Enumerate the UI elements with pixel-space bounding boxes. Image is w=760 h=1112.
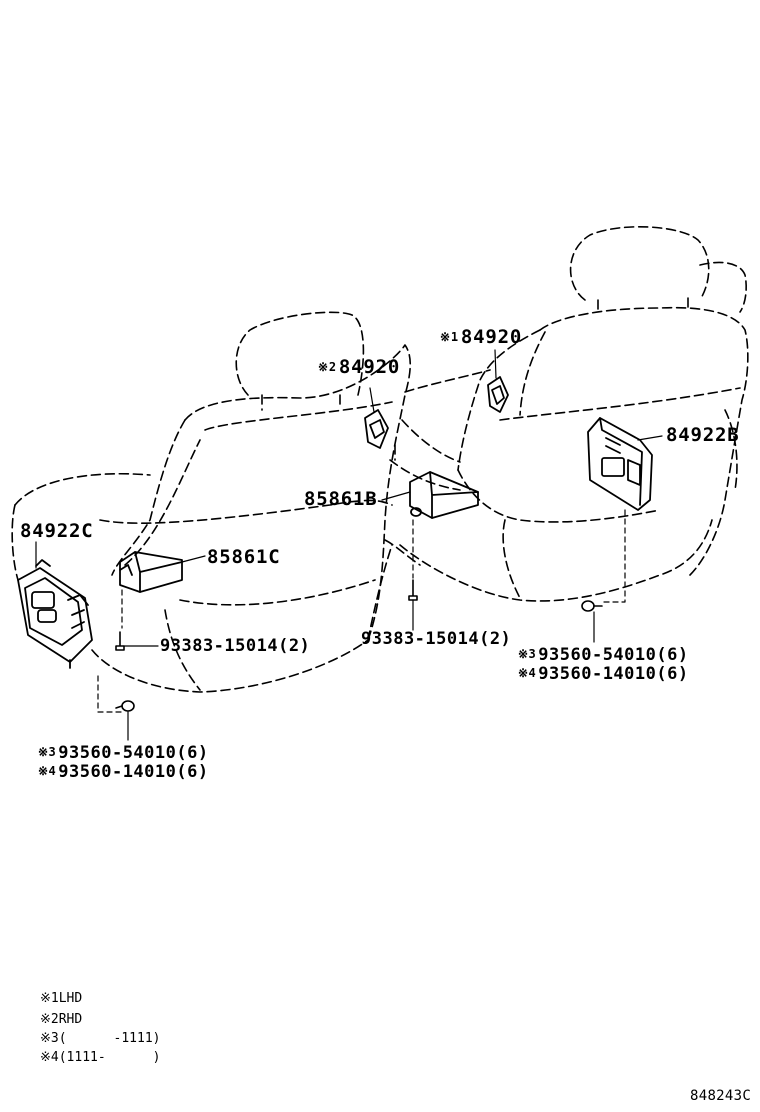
label-bolt-left: 93383-15014(2) — [160, 636, 311, 656]
footnote-mark: ※4 — [40, 1050, 59, 1065]
part-number: 84920 — [460, 326, 523, 348]
module-85861c-icon — [119, 551, 183, 593]
screw-left-icon — [115, 700, 135, 712]
label-84922b: 84922B — [666, 424, 740, 446]
footnote-text: (1111- ) — [58, 1050, 161, 1065]
note-mark-2: ※2 — [318, 360, 337, 374]
switch-84922c-icon — [17, 559, 93, 669]
footnote-mark: ※3 — [40, 1031, 59, 1046]
switch-84922b-icon — [587, 417, 653, 511]
label-85861c: 85861C — [207, 546, 281, 568]
part-number: 93560-14010(6) — [538, 664, 689, 684]
footnote-text: RHD — [58, 1012, 83, 1027]
label-85861b: 85861B — [304, 488, 378, 510]
screw-right-icon — [581, 600, 603, 612]
label-84922c: 84922C — [20, 520, 94, 542]
label-bolt-mid: 93383-15014(2) — [361, 629, 512, 649]
dashed-guides — [97, 509, 626, 713]
part-number: 84920 — [338, 356, 401, 378]
switch-84920-lhd-icon — [487, 376, 509, 413]
diagram-code: 848243C — [690, 1088, 752, 1104]
right-seat-outline — [399, 226, 749, 602]
module-85861b-icon — [409, 471, 479, 519]
note-mark-4: ※4 — [38, 764, 57, 778]
footnote-4: ※4(1111- ) — [40, 1051, 160, 1065]
note-mark-3: ※3 — [518, 647, 537, 661]
footnote-text: ( -1111) — [58, 1031, 161, 1046]
footnote-3: ※3( -1111) — [40, 1032, 160, 1046]
part-number: 93560-54010(6) — [58, 743, 209, 763]
leader-lines — [35, 349, 663, 741]
part-number: 93560-54010(6) — [538, 645, 689, 665]
footnote-text: LHD — [58, 991, 83, 1006]
bolt-mid-icon — [408, 579, 418, 601]
left-seat-outline — [11, 311, 412, 693]
bolt-left-icon — [115, 631, 125, 651]
footnote-2: ※2RHD — [40, 1013, 82, 1027]
note-mark-3: ※3 — [38, 745, 57, 759]
part-number: 93560-14010(6) — [58, 762, 209, 782]
footnote-1: ※1LHD — [40, 992, 82, 1006]
switch-84920-rhd-icon — [364, 409, 389, 449]
note-mark-1: ※1 — [440, 330, 459, 344]
footnote-mark: ※1 — [40, 991, 59, 1006]
footnote-mark: ※2 — [40, 1012, 59, 1027]
center-console-outline — [384, 369, 491, 566]
note-mark-4: ※4 — [518, 666, 537, 680]
